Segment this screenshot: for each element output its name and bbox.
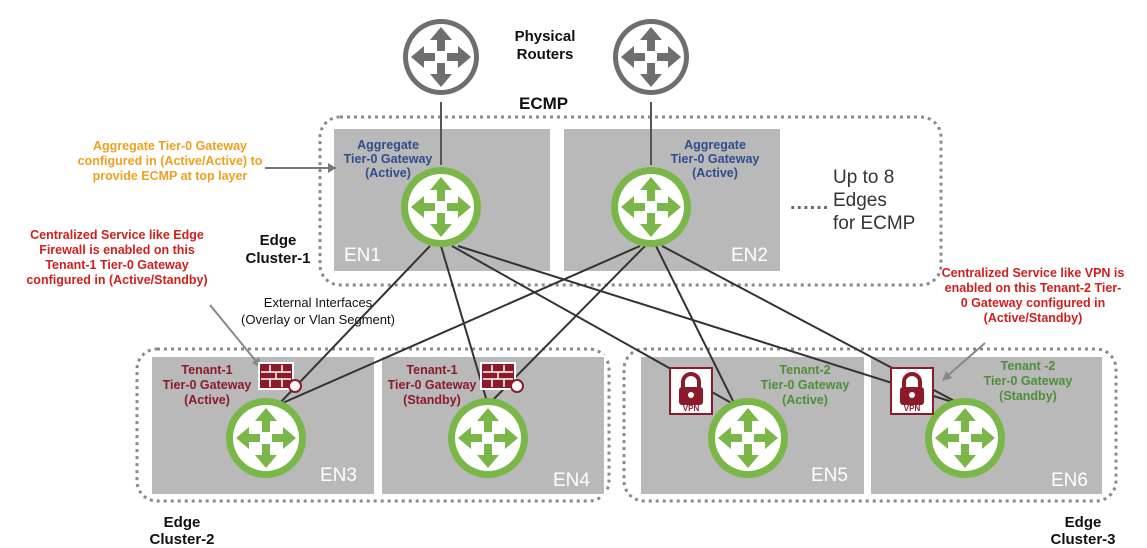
external-interfaces-label: External Interfaces (Overlay or Vlan Seg… xyxy=(241,295,395,327)
edge-cluster-3-outline xyxy=(622,347,1118,503)
note-firewall: Centralized Service like Edge Firewall i… xyxy=(26,228,208,287)
en4-gateway-label: Tenant-1 Tier-0 Gateway (Standby) xyxy=(387,363,477,407)
firewall-icon-en4 xyxy=(480,362,524,393)
edge-cluster-3-label: Edge Cluster-3 xyxy=(1050,514,1116,548)
en2-id: EN2 xyxy=(731,245,768,266)
en5-id: EN5 xyxy=(811,465,848,486)
edge-cluster-2-label: Edge Cluster-2 xyxy=(149,514,215,548)
physical-router-1-icon xyxy=(403,19,479,95)
ellipsis-more-edges: ...... xyxy=(790,192,830,214)
vpn-badge-en5: VPN xyxy=(682,404,700,413)
en4-router-icon xyxy=(448,398,528,478)
en3-router-icon xyxy=(226,398,306,478)
callout-arrow-firewall xyxy=(209,304,261,367)
en3-id: EN3 xyxy=(320,465,357,486)
en1-id: EN1 xyxy=(344,245,381,266)
en6-router-icon xyxy=(925,398,1005,478)
edge-cluster-2-outline xyxy=(135,347,611,503)
en6-gateway-label: Tenant -2 Tier-0 Gateway (Standby) xyxy=(983,359,1073,403)
note-vpn: Centralized Service like VPN is enabled … xyxy=(941,266,1125,325)
physical-routers-label: Physical Routers xyxy=(514,28,576,63)
vpn-lock-icon-en5 xyxy=(669,367,713,415)
ecmp-label: ECMP xyxy=(519,94,569,113)
en4-id: EN4 xyxy=(553,470,590,491)
note-aggregate: Aggregate Tier-0 Gateway configured in (… xyxy=(77,139,263,183)
en1-router-icon xyxy=(401,167,481,247)
edge-cluster-1-label: Edge Cluster-1 xyxy=(245,232,311,267)
firewall-icon-en3 xyxy=(258,362,302,393)
en3-gateway-label: Tenant-1 Tier-0 Gateway (Active) xyxy=(162,363,252,407)
en2-gateway-label: Aggregate Tier-0 Gateway (Active) xyxy=(670,138,760,180)
en5-gateway-label: Tenant-2 Tier-0 Gateway (Active) xyxy=(760,363,850,407)
en5-router-icon xyxy=(708,398,788,478)
physical-router-2-icon xyxy=(613,19,689,95)
up-to-8-edges-label: Up to 8 Edges for ECMP xyxy=(833,167,916,234)
en2-router-icon xyxy=(611,167,691,247)
vpn-lock-icon-en6 xyxy=(890,367,934,415)
en6-id: EN6 xyxy=(1051,470,1088,491)
en1-gateway-label: Aggregate Tier-0 Gateway (Active) xyxy=(343,138,433,180)
callout-arrow-vpn xyxy=(944,342,986,379)
vpn-badge-en6: VPN xyxy=(903,404,921,413)
